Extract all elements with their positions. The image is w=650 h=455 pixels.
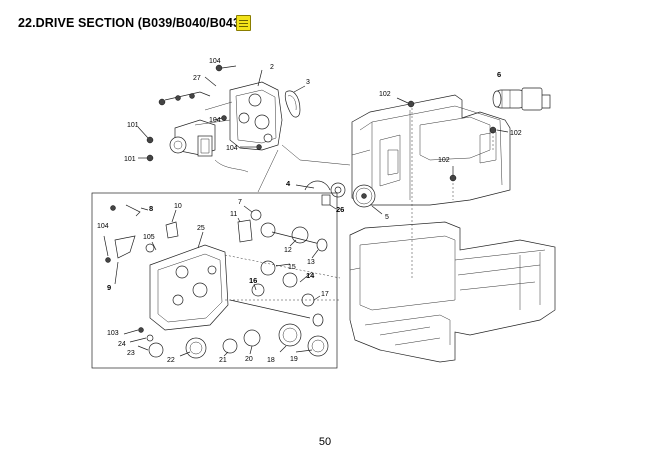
callout-26: 26 xyxy=(336,205,344,214)
callout-22: 22 xyxy=(167,357,175,364)
callout-12: 12 xyxy=(284,247,292,254)
callout-9: 9 xyxy=(107,283,111,292)
callout-4: 4 xyxy=(286,179,291,188)
callout-103: 103 xyxy=(107,330,119,337)
callout-20: 20 xyxy=(245,356,253,363)
drive-unit-upper xyxy=(137,64,351,193)
callout-105: 105 xyxy=(143,234,155,241)
callout-102b: 102 xyxy=(510,130,522,137)
note-icon[interactable] xyxy=(236,15,251,31)
callout-101b: 101 xyxy=(124,156,136,163)
callout-15: 15 xyxy=(288,264,296,271)
page-number: 50 xyxy=(318,436,332,448)
callout-19: 19 xyxy=(290,356,298,363)
main-motor xyxy=(492,87,551,111)
callout-27: 27 xyxy=(193,75,201,82)
page-title: 22.DRIVE SECTION (B039/B040/B043) xyxy=(18,16,245,30)
callout-25: 25 xyxy=(197,225,205,232)
frame-screws xyxy=(396,97,509,182)
callout-8: 8 xyxy=(149,204,153,213)
callout-21: 21 xyxy=(219,357,227,364)
callout-104a: 104 xyxy=(209,58,221,65)
callout-16: 16 xyxy=(249,276,257,285)
callout-24: 24 xyxy=(118,341,126,348)
callout-102a: 102 xyxy=(379,91,391,98)
callout-104b: 104 xyxy=(209,117,221,124)
callout-13: 13 xyxy=(307,259,315,266)
callout-labels: 104 27 2 3 101 104 101 104 102 6 102 102… xyxy=(97,58,522,364)
main-frame xyxy=(349,94,556,363)
callout-23: 23 xyxy=(127,350,135,357)
callout-3: 3 xyxy=(306,79,310,86)
callout-17: 17 xyxy=(321,291,329,298)
callout-14: 14 xyxy=(306,271,315,280)
callout-11: 11 xyxy=(230,211,237,218)
detail-box xyxy=(91,192,338,369)
callout-101a: 101 xyxy=(127,122,139,129)
callout-18: 18 xyxy=(267,357,275,364)
callout-5: 5 xyxy=(385,214,389,221)
callout-2: 2 xyxy=(270,64,274,71)
callout-10: 10 xyxy=(174,203,182,210)
callout-7: 7 xyxy=(238,199,242,206)
gear-assembly-4-5 xyxy=(295,180,383,215)
callout-102c: 102 xyxy=(438,157,450,164)
detail-parts xyxy=(103,204,341,359)
callout-104c: 104 xyxy=(226,145,238,152)
callout-104d: 104 xyxy=(97,223,109,230)
callout-6: 6 xyxy=(497,70,501,79)
